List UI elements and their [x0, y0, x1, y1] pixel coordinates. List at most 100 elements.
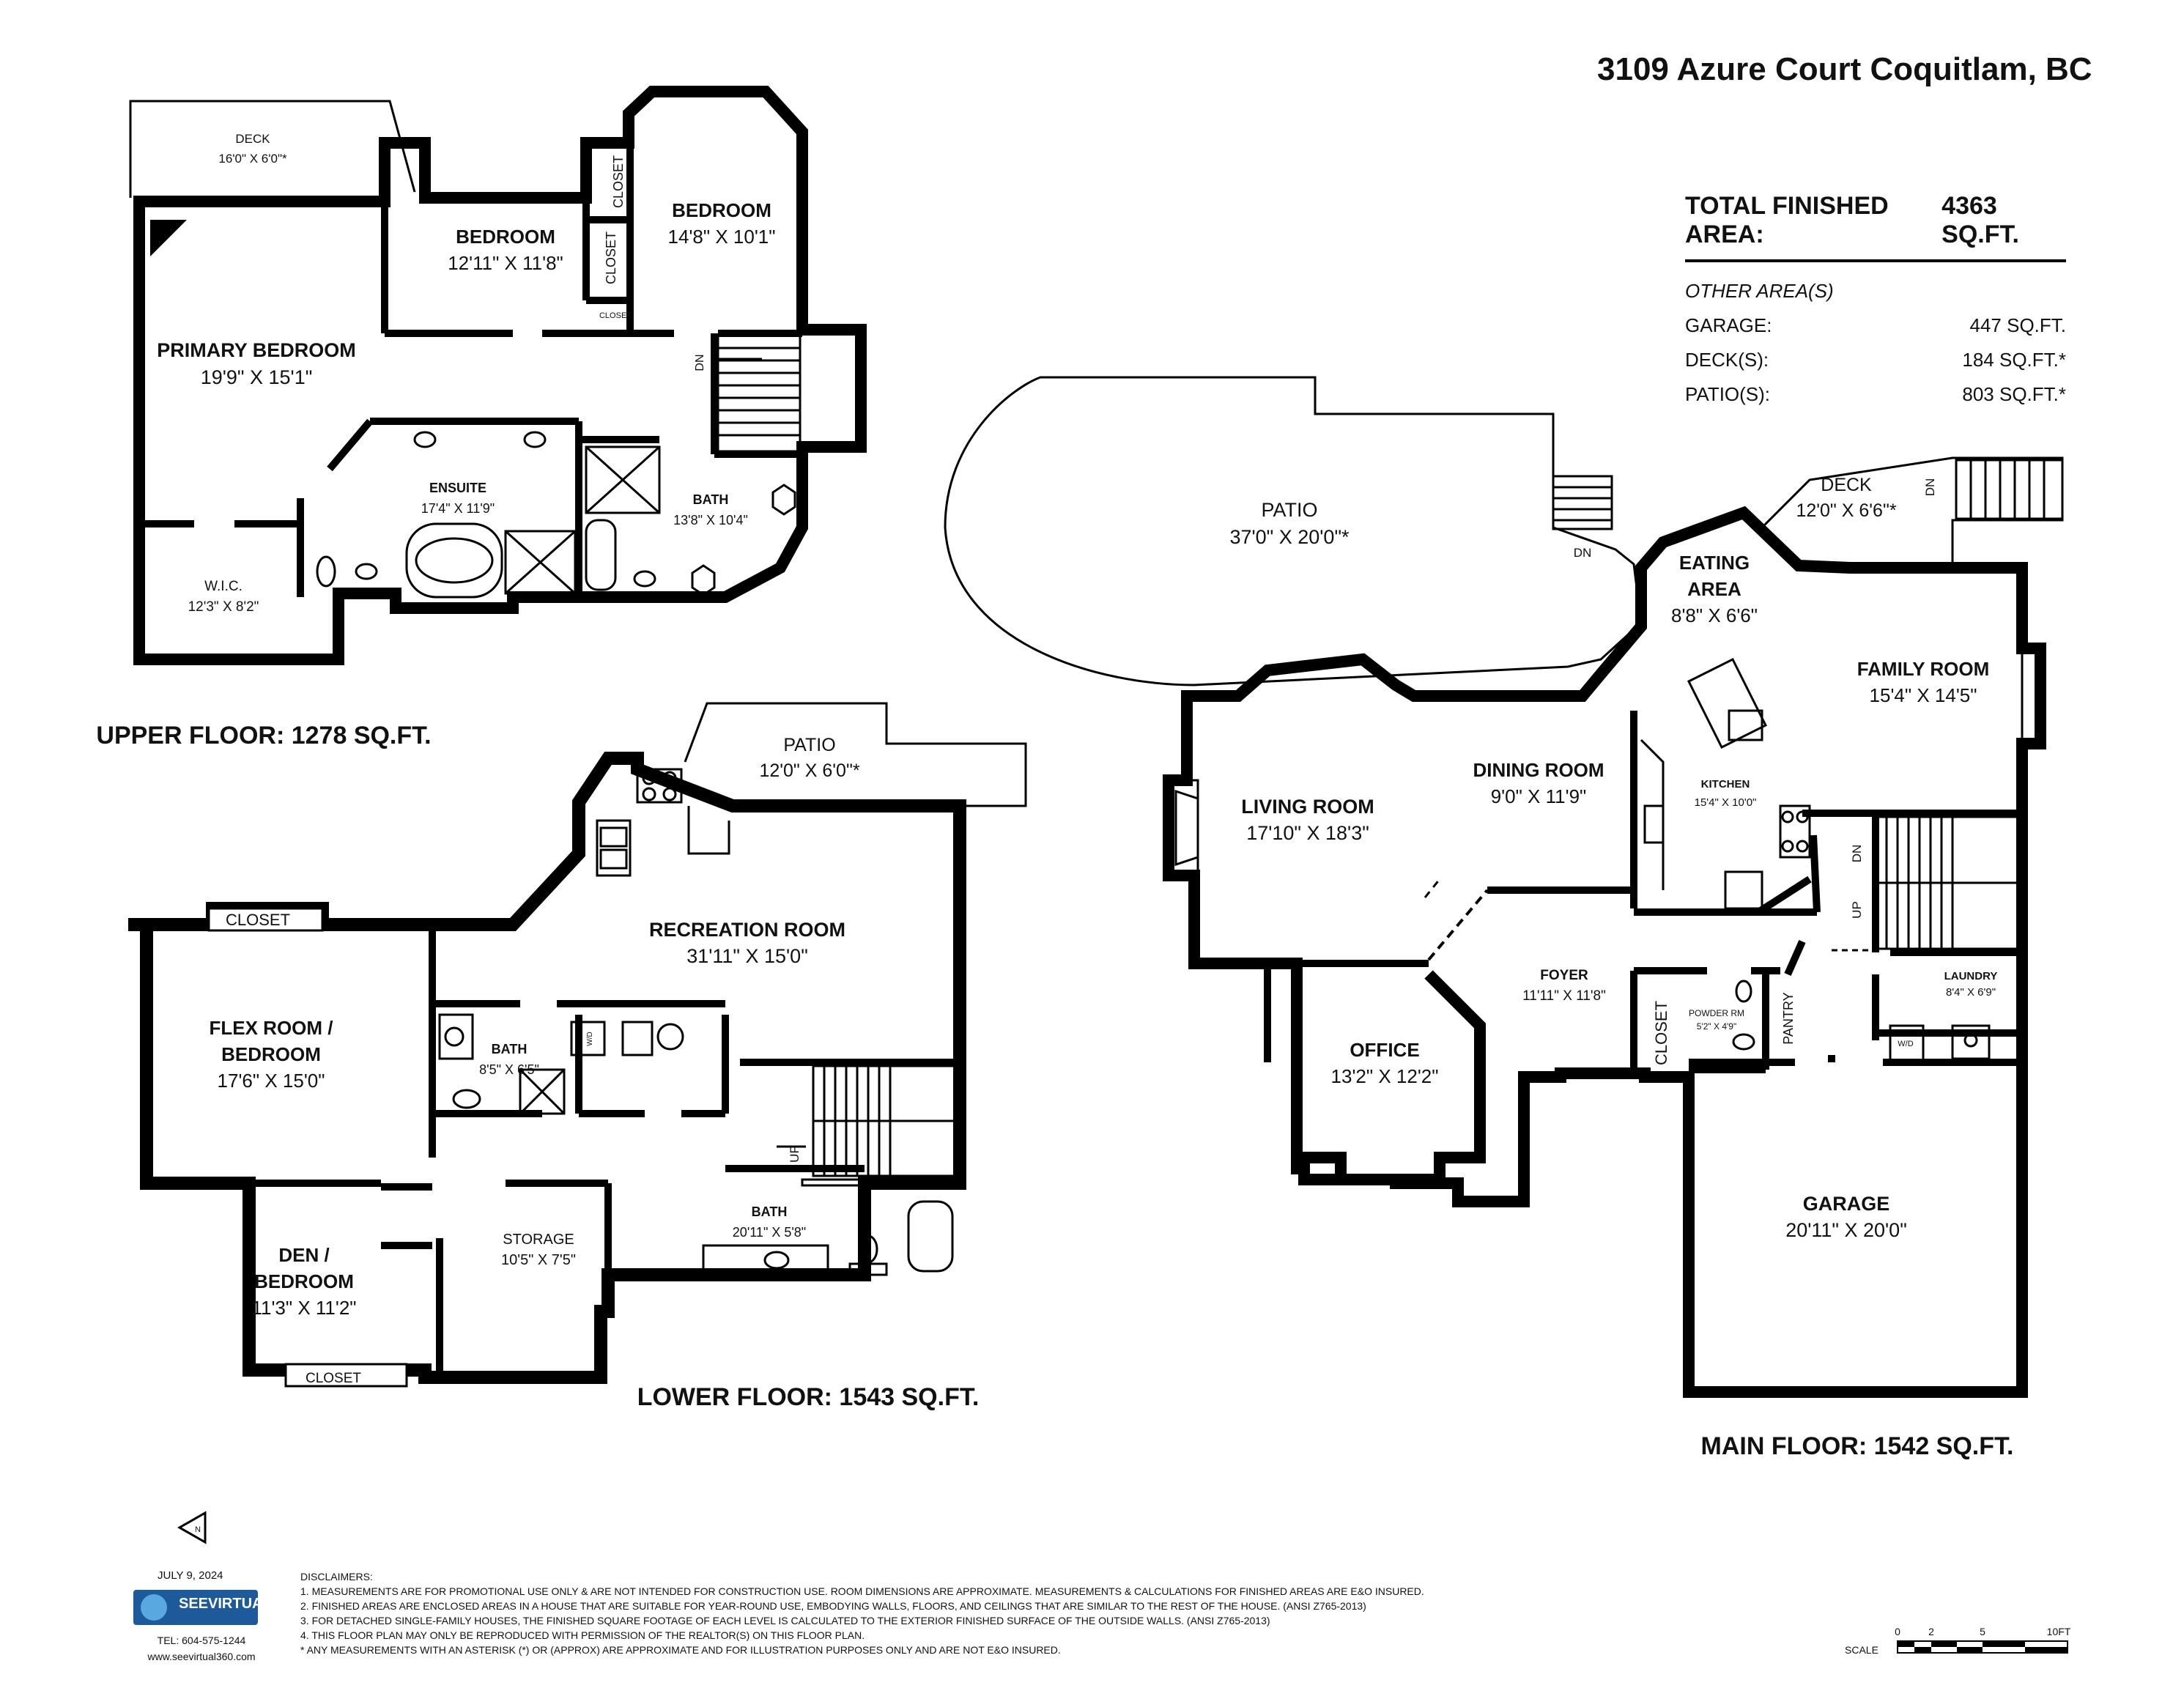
u-deck-name: DECK	[235, 132, 270, 146]
u-primary-name: PRIMARY BEDROOM	[157, 339, 356, 361]
l-patio-name: PATIO	[783, 735, 835, 755]
m-dining-dim: 9'0" X 11'9"	[1491, 785, 1587, 807]
upper-deck-outline	[129, 100, 416, 198]
disclaimer-line: 4. THIS FLOOR PLAN MAY ONLY BE REPRODUCE…	[300, 1629, 865, 1641]
l-rec-name: RECREATION ROOM	[649, 919, 845, 941]
u-primary-dim: 19'9" X 15'1"	[201, 366, 313, 388]
l-den-name-1: DEN /	[278, 1244, 329, 1266]
m-office-dim: 13'2" X 12'2"	[1331, 1065, 1439, 1087]
disclaimer-line: 2. FINISHED AREAS ARE ENCLOSED AREAS IN …	[300, 1600, 1366, 1612]
m-patio-name: PATIO	[1261, 499, 1317, 521]
u-bath-dim: 13'8" X 10'4"	[673, 513, 748, 528]
total-area: TOTAL FINISHED AREA: 4363 SQ.FT.	[1685, 192, 2066, 262]
l-flex-name-2: BEDROOM	[221, 1043, 321, 1065]
lower-fixtures	[438, 768, 954, 1276]
contact-tel: TEL: 604-575-1244	[157, 1635, 246, 1646]
footer: JULY 9, 2024 SEEVIRTUAL TEL: 604-575-124…	[125, 1553, 2103, 1670]
u-wic-dim: 12'3" X 8'2"	[188, 599, 259, 615]
scale-tick-5: 5	[1980, 1626, 1985, 1637]
l-stairs-up: UP	[788, 1145, 802, 1163]
l-flex-name-1: FLEX ROOM /	[210, 1017, 333, 1039]
area-row-label: DECK(S):	[1685, 349, 1769, 371]
area-row-value: 803 SQ.FT.*	[1962, 383, 2066, 405]
plan-date: JULY 9, 2024	[158, 1569, 223, 1582]
disclaimer-line: * ANY MEASUREMENTS WITH AN ASTERISK (*) …	[300, 1644, 1061, 1656]
m-patio-dim: 37'0" X 20'0"*	[1229, 526, 1350, 548]
logo-globe-icon	[141, 1594, 167, 1621]
area-row-decks: DECK(S): 184 SQ.FT.*	[1685, 349, 2066, 371]
m-garage-dim: 20'11" X 20'0"	[1785, 1219, 1907, 1241]
m-powder-dim: 5'2" X 4'9"	[1697, 1021, 1736, 1032]
m-family-name: FAMILY ROOM	[1857, 658, 1990, 680]
m-eating-name-2: AREA	[1687, 578, 1741, 600]
main-fixtures	[1167, 647, 2042, 1064]
m-closet-label: CLOSET	[1652, 1001, 1670, 1065]
m-stairs-dn: DN	[1850, 845, 1864, 863]
total-area-value: 4363 SQ.FT.	[1941, 192, 2019, 248]
l-bath-name: BATH	[492, 1042, 528, 1056]
m-foyer-name: FOYER	[1540, 968, 1588, 983]
area-summary: TOTAL FINISHED AREA: 4363 SQ.FT. OTHER A…	[1685, 192, 2066, 406]
logo-text: SEEVIRTUAL	[179, 1596, 272, 1612]
u-bed1-dim: 12'11" X 11'8"	[448, 252, 563, 274]
area-row-garage: GARAGE: 447 SQ.FT.	[1685, 314, 2066, 337]
main-opening-dashed	[1427, 889, 1489, 961]
m-kitchen-dim: 15'4" X 10'0"	[1695, 796, 1757, 809]
scale-bar	[1897, 1640, 2068, 1654]
u-deck-dim: 16'0" X 6'0"*	[218, 152, 287, 166]
other-areas-heading: OTHER AREA(S)	[1685, 280, 1834, 302]
u-ensuite-name: ENSUITE	[429, 481, 486, 495]
l-bath2-dim: 20'11" X 5'8"	[733, 1225, 806, 1240]
scale-tick-0: 0	[1895, 1626, 1900, 1637]
lower-stairs	[777, 1065, 958, 1177]
lower-closet-bottom	[284, 1363, 408, 1388]
lower-exterior-wall	[128, 752, 966, 1384]
m-deck-name: DECK	[1821, 475, 1872, 495]
u-closet-label: CLOSET	[599, 311, 632, 320]
disclaimer-line: 1. MEASUREMENTS ARE FOR PROMOTIONAL USE …	[300, 1585, 1424, 1597]
main-exterior-wall	[1163, 506, 2046, 1398]
m-office-name: OFFICE	[1350, 1039, 1419, 1061]
m-deck-dim: 12'0" X 6'6"*	[1796, 500, 1896, 521]
m-foyer-dim: 11'11" X 11'8"	[1522, 988, 1606, 1004]
m-patio-stairs-dn: DN	[1574, 546, 1592, 560]
north-arrow-icon	[177, 1511, 207, 1544]
total-area-label: TOTAL FINISHED AREA:	[1685, 192, 1889, 248]
l-storage-dim: 10'5" X 7'5"	[501, 1252, 576, 1268]
lower-patio-outline	[684, 702, 1027, 807]
l-storage-name: STORAGE	[503, 1232, 574, 1248]
m-living-name: LIVING ROOM	[1241, 796, 1374, 818]
m-dining-name: DINING ROOM	[1473, 759, 1604, 781]
contact-web: www.seevirtual360.com	[147, 1651, 256, 1662]
area-row-patios: PATIO(S): 803 SQ.FT.*	[1685, 383, 2066, 406]
seevirtual-logo: SEEVIRTUAL	[133, 1590, 272, 1625]
u-closet-label: CLOSET	[604, 232, 618, 284]
upper-fixtures	[316, 431, 796, 599]
upper-fireplace	[150, 220, 187, 256]
scale-tick-2: 2	[1928, 1626, 1934, 1637]
u-closet-label: CLOSET	[611, 155, 626, 208]
area-row-label: PATIO(S):	[1685, 383, 1771, 405]
area-row-value: 447 SQ.FT.	[1969, 314, 2067, 336]
main-deck-outline	[1761, 456, 2064, 568]
m-deck-stairs-dn: DN	[1923, 478, 1937, 497]
l-flex-dim: 17'6" X 15'0"	[218, 1070, 325, 1092]
l-wd-label: W/D	[586, 1032, 594, 1045]
lower-floor-plan	[128, 702, 1027, 1388]
m-kitchen-name: KITCHEN	[1701, 778, 1750, 791]
l-rec-dim: 31'11" X 15'0"	[686, 945, 808, 967]
lower-floor-label: LOWER FLOOR: 1543 SQ.FT.	[637, 1383, 980, 1411]
disclaimers: DISCLAIMERS: 1. MEASUREMENTS ARE FOR PRO…	[300, 1569, 1619, 1657]
disclaimers-title: DISCLAIMERS:	[300, 1571, 373, 1582]
m-eating-name-1: EATING	[1679, 552, 1750, 574]
m-garage-name: GARAGE	[1803, 1193, 1890, 1215]
m-laundry-dim: 8'4" X 6'9"	[1946, 986, 1996, 999]
m-eating-dim: 8'8" X 6'6"	[1671, 604, 1758, 626]
upper-interior-walls	[139, 143, 802, 597]
disclaimer-line: 3. FOR DETACHED SINGLE-FAMILY HOUSES, TH…	[300, 1615, 1270, 1626]
m-laundry-name: LAUNDRY	[1944, 970, 1998, 982]
area-row-label: GARAGE:	[1685, 314, 1772, 336]
main-stairs	[1552, 459, 2064, 950]
upper-floor-label: UPPER FLOOR: 1278 SQ.FT.	[96, 722, 431, 749]
